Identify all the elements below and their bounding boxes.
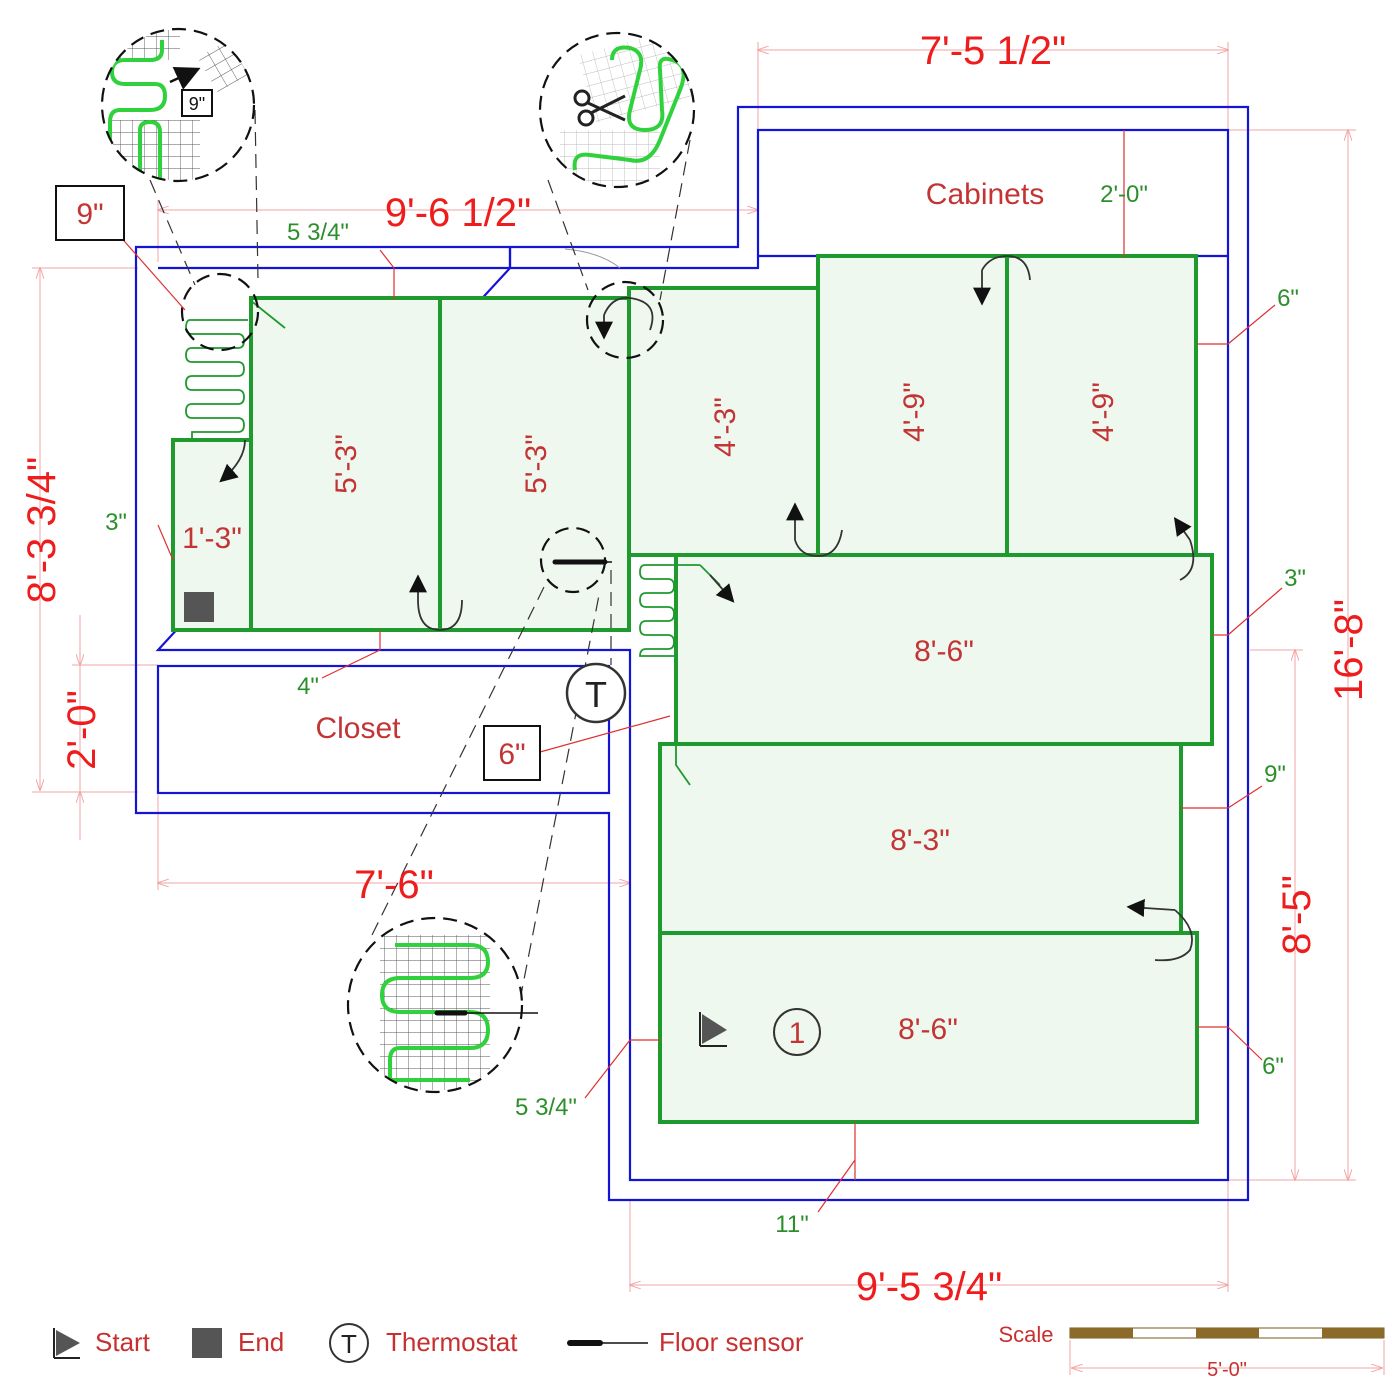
detail-marker-2 — [585, 280, 665, 360]
cable-tail-3 — [675, 744, 691, 786]
mat-label-m3: 5'-3" — [520, 434, 553, 494]
offset-lower-left: 5 3/4" — [515, 1094, 577, 1121]
scissors-icon — [573, 89, 626, 127]
mat-m7 — [674, 553, 1214, 746]
mat-label-m8: 8'-3" — [890, 824, 950, 857]
offset-right-3: 9" — [1264, 761, 1286, 788]
start-number-circle — [773, 1008, 821, 1056]
offset-left: 3" — [105, 509, 127, 536]
turn-arrows — [219, 255, 1195, 962]
dimension-lines — [32, 42, 1356, 1292]
legend-thermostat-icon — [329, 1323, 369, 1363]
legend: Start End T Thermostat Floor sensor Scal… — [53, 1322, 1385, 1381]
legend-scale-length: 5'-0" — [1207, 1359, 1247, 1381]
room-cabinets: Cabinets — [926, 178, 1044, 211]
offset-right-1: 6" — [1277, 285, 1299, 312]
offset-top-gap: 5 3/4" — [287, 219, 349, 246]
detail-spacing-label: 9" — [189, 94, 205, 114]
legend-end-icon — [192, 1328, 222, 1358]
legend-thermostat-label: Thermostat — [386, 1327, 518, 1357]
detail-marker-1 — [180, 272, 260, 352]
legend-floor-sensor-label: Floor sensor — [659, 1327, 804, 1357]
mat-label-m5: 4'-9" — [898, 382, 931, 442]
detail-circle-spacing: 9" — [100, 27, 256, 183]
scale-bar — [1069, 1327, 1385, 1375]
mat-label-m9: 8'-6" — [898, 1013, 958, 1046]
detail-circle-cutting — [538, 31, 696, 189]
mat-label-m7: 8'-6" — [914, 635, 974, 668]
offset-bottom: 11" — [775, 1211, 808, 1238]
dim-right-lower: 8'-5" — [1275, 875, 1319, 955]
offset-right-4: 6" — [1262, 1053, 1284, 1080]
dim-top-right: 7'-5 1/2" — [920, 29, 1066, 73]
legend-scale-label: Scale — [998, 1322, 1053, 1347]
leader-lines — [109, 130, 1283, 1213]
offset-closet: 4" — [297, 673, 319, 700]
mat-m6 — [1005, 254, 1198, 557]
dim-bottom-width: 9'-5 3/4" — [856, 1265, 1002, 1309]
cable-tail-1 — [249, 299, 286, 329]
thermostat-icon — [565, 662, 627, 724]
mat-label-m6: 4'-9" — [1087, 382, 1120, 442]
room-closet: Closet — [315, 712, 401, 745]
cable-loop-topleft — [185, 319, 248, 440]
offset-right-2: 3" — [1284, 565, 1306, 592]
spacing-box-top — [55, 185, 125, 241]
thermostat-letter: T — [585, 674, 607, 715]
mat-m2 — [249, 296, 442, 632]
detail-connector-lines — [149, 109, 691, 1001]
start-number: 1 — [789, 1017, 806, 1050]
spacing-box-closet-label: 6" — [498, 738, 525, 771]
mat-label-m1: 1'-3" — [182, 522, 242, 555]
offset-cabinet-gap: 2'-0" — [1100, 181, 1148, 208]
dim-closet-height: 2'-0" — [60, 690, 104, 770]
mat-m9 — [658, 931, 1199, 1124]
mat-m3 — [438, 296, 631, 632]
detail-circle-sensor — [346, 916, 538, 1094]
end-marker — [184, 592, 214, 622]
spacing-box-closet — [483, 725, 541, 781]
dim-closet-width: 7'-6" — [354, 863, 434, 907]
dim-left-height: 8'-3 3/4" — [20, 457, 64, 603]
mat-label-m2: 5'-3" — [330, 434, 363, 494]
dim-right-total: 16'-8" — [1327, 599, 1371, 701]
start-marker — [699, 1012, 727, 1047]
mat-label-m4: 4'-3" — [709, 397, 742, 457]
cable-loop-center — [639, 564, 700, 657]
mat-m8 — [658, 742, 1183, 935]
dim-top-left: 9'-6 1/2" — [385, 191, 531, 235]
legend-start-label: Start — [95, 1327, 151, 1357]
legend-start-icon — [53, 1328, 80, 1359]
legend-end-label: End — [238, 1327, 284, 1357]
legend-thermostat-letter: T — [341, 1329, 357, 1359]
heating-mats — [171, 254, 1214, 1124]
spacing-box-top-label: 9" — [76, 198, 103, 231]
